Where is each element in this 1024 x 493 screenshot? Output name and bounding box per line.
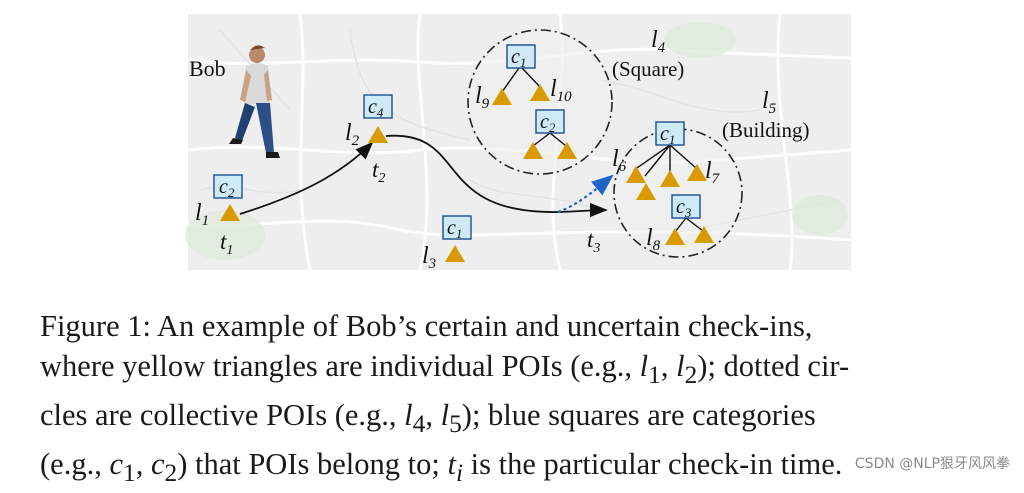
trajectory-arrow-l1-l2 xyxy=(239,141,374,215)
caption-line-4: (e.g., c1, c2) that POIs belong to; ti i… xyxy=(40,447,843,488)
category-box-c1-l3: c1 xyxy=(442,215,472,241)
poi-l2-triangle xyxy=(368,126,388,143)
poi-l5-child-triangle xyxy=(636,183,656,200)
caption-line-3: cles are collective POIs (e.g., l4, l5);… xyxy=(40,398,816,439)
bob-label: Bob xyxy=(189,56,226,81)
label-l4: l4 xyxy=(651,27,666,56)
label-l8: l8 xyxy=(646,225,661,254)
label-t2: t2 xyxy=(372,157,385,186)
caption-line-1: Figure 1: An example of Bob’s certain an… xyxy=(40,309,813,343)
poi-l5-child-b-triangle xyxy=(660,170,680,187)
svg-text:c4: c4 xyxy=(368,96,384,120)
category-box-c1-l4: c1 xyxy=(506,44,536,70)
poi-l10-triangle xyxy=(530,84,550,101)
category-box-c2-l1: c2 xyxy=(213,174,243,200)
svg-text:c2: c2 xyxy=(540,111,556,135)
poi-l8-triangle xyxy=(665,228,685,245)
label-l7: l7 xyxy=(705,158,721,187)
figure-diagram: Bob c2 xyxy=(185,13,852,272)
figure-caption: Figure 1: An example of Bob’s certain an… xyxy=(40,306,980,493)
map-green-areas xyxy=(185,22,848,260)
category-box-c4-l2: c4 xyxy=(363,94,393,120)
poi-c2-child-a-triangle xyxy=(523,142,543,159)
svg-text:c3: c3 xyxy=(676,196,692,220)
label-t3: t3 xyxy=(587,227,600,256)
label-l1: l1 xyxy=(195,200,209,229)
label-l5: l5 xyxy=(762,88,777,117)
poi-triangles xyxy=(220,84,714,262)
svg-text:c2: c2 xyxy=(219,176,235,200)
label-t1: t1 xyxy=(220,229,233,258)
label-l9: l9 xyxy=(475,83,490,112)
category-box-c2-l4: c2 xyxy=(535,109,565,135)
label-l2: l2 xyxy=(345,120,360,149)
figure: Bob c2 xyxy=(185,13,852,272)
poi-l3-triangle xyxy=(445,245,465,262)
svg-text:c1: c1 xyxy=(511,46,526,70)
svg-text:c1: c1 xyxy=(447,217,462,241)
poi-c2-child-b-triangle xyxy=(557,142,577,159)
poi-l7-triangle xyxy=(687,164,707,181)
poi-l1-triangle xyxy=(220,204,240,221)
l4-category-tree xyxy=(501,67,567,147)
label-l5-name: (Building) xyxy=(722,118,810,142)
uncertain-arrow-to-l6 xyxy=(557,174,614,214)
collective-poi-l4-circle xyxy=(467,29,613,175)
label-l3: l3 xyxy=(422,243,436,272)
category-box-c3-l5: c3 xyxy=(671,194,701,220)
l5-category-tree xyxy=(633,144,704,233)
category-box-c1-l5: c1 xyxy=(655,121,685,147)
poi-l6-triangle xyxy=(626,166,646,183)
poi-c3-child-triangle xyxy=(694,226,714,243)
caption-line-2: where yellow triangles are individual PO… xyxy=(40,349,850,390)
trajectory-arrow-l2-l5 xyxy=(385,134,608,218)
bob-person-icon xyxy=(229,45,280,158)
poi-l9-triangle xyxy=(492,88,512,105)
svg-text:c1: c1 xyxy=(660,123,675,147)
csdn-watermark: CSDN @NLP狠牙风风拳 xyxy=(854,456,1010,472)
label-l4-name: (Square) xyxy=(612,57,684,81)
label-l10: l10 xyxy=(550,76,572,105)
label-l6: l6 xyxy=(612,146,627,175)
